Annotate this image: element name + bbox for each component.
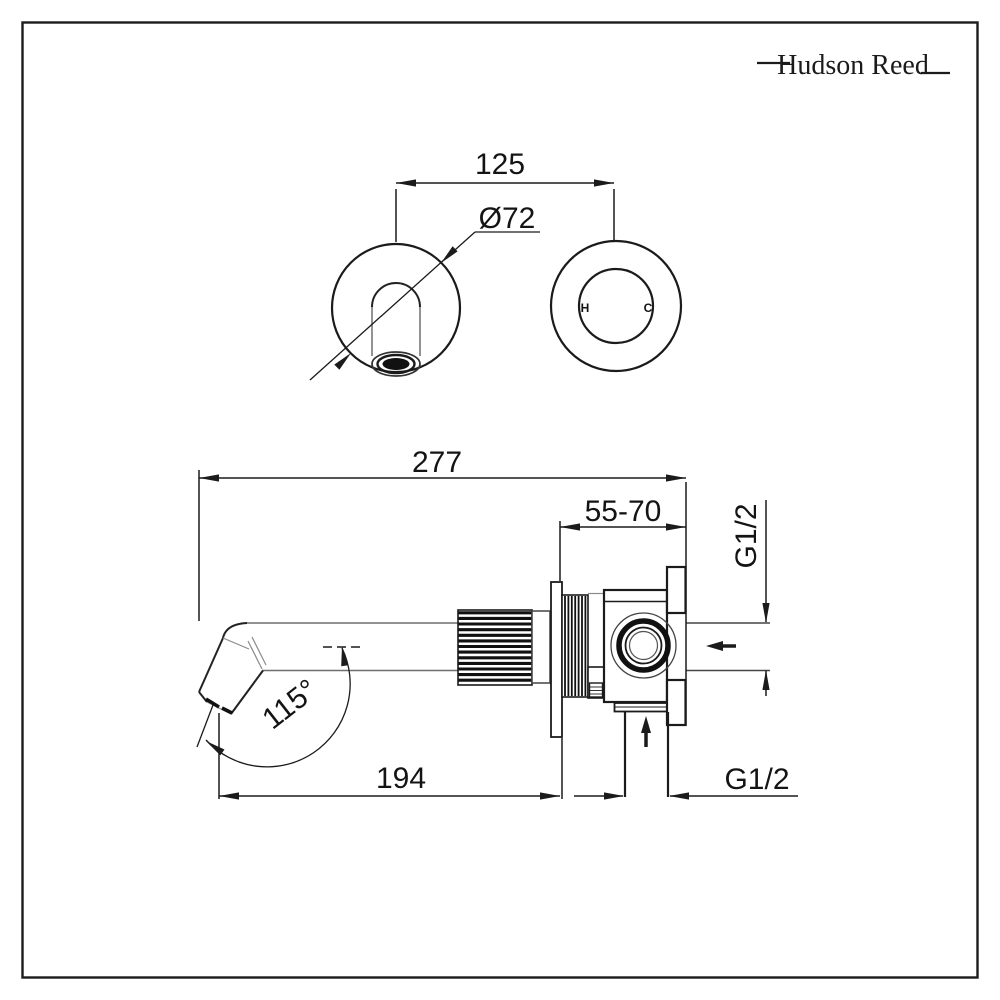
cartridge-port-circles [610, 612, 677, 679]
dimension-125: 125 [395, 148, 615, 242]
aerator-mark-2 [221, 706, 233, 715]
mounting-lug-bottom [665, 678, 687, 727]
hot-indicator-label: H [581, 301, 590, 315]
angle-ext-line [196, 704, 214, 748]
arrowhead [594, 179, 614, 187]
brand-logo: Hudson Reed [757, 50, 950, 81]
arrowhead [219, 792, 239, 800]
arrowhead [604, 792, 624, 800]
spout-front-view [330, 242, 462, 377]
spout-outlet-mid-ellipse [376, 353, 416, 375]
dimension-diameter-72: Ø72 [309, 202, 540, 381]
flow-arrow-left [706, 641, 736, 651]
arrowhead [762, 603, 770, 623]
spout-dome-arc [371, 282, 421, 308]
dimension-g12-bottom: G1/2 [574, 763, 798, 800]
spout-nose-round [222, 622, 248, 639]
cold-indicator-label: C [644, 301, 653, 315]
arrowhead [334, 353, 351, 370]
nozzle-right-face [230, 669, 264, 715]
nozzle-seam-2 [251, 636, 267, 666]
brand-logo-text: Hudson Reed [777, 50, 929, 81]
barrel-threads [564, 596, 587, 696]
arrowhead [396, 179, 416, 187]
arrowhead [540, 792, 560, 800]
grub-screw-threads [590, 686, 602, 695]
drawing-border [21, 21, 979, 979]
valve-body [602, 565, 687, 727]
arrowhead [669, 792, 689, 800]
dimension-277-label: 277 [412, 446, 462, 479]
dimension-194: 194 [218, 713, 563, 800]
dimension-194-label: 194 [376, 762, 426, 795]
arrowhead [441, 246, 458, 263]
dimension-g12-bottom-label: G1/2 [724, 763, 789, 796]
angle-arc [205, 647, 351, 768]
knurled-nut [457, 609, 562, 686]
handle-front-view: H C [549, 239, 683, 373]
dimension-angle-115: 115° [196, 646, 351, 768]
body-block [602, 588, 669, 704]
handle-wall-plate-circle [549, 239, 683, 373]
nozzle-left-face [198, 637, 224, 693]
arrowhead [560, 523, 580, 531]
handle-knob-circle [577, 267, 655, 345]
bottom-inlet-pipe [623, 712, 670, 797]
spout-side-profile [198, 622, 458, 715]
dimension-g12-side: G1/2 [730, 500, 770, 696]
arrowhead [341, 646, 349, 667]
nozzle-seam-1 [247, 640, 263, 670]
arrowhead [666, 523, 686, 531]
dimension-125-label: 125 [475, 148, 525, 181]
knurl-ribs [458, 611, 532, 682]
dimension-g12-side-label: G1/2 [730, 503, 763, 568]
side-view: 277 55-70 G1/2 194 [196, 446, 798, 800]
side-inlet-port [686, 622, 770, 672]
arrowhead [762, 670, 770, 690]
dimension-55-70-label: 55-70 [585, 495, 662, 528]
wall-plate [550, 581, 563, 738]
spout-collar [531, 610, 551, 684]
threaded-barrel [561, 592, 605, 699]
spout-outlet-outer-ellipse [371, 351, 421, 377]
arrowhead [206, 741, 225, 756]
dimension-55-70: 55-70 [559, 495, 686, 581]
dimension-diameter-label: Ø72 [479, 202, 536, 235]
flow-arrow-up [641, 716, 651, 747]
top-view: H C 125 Ø72 [309, 148, 683, 381]
spout-outlet-bore [382, 358, 410, 370]
aerator-mark-1 [205, 697, 220, 709]
arrowhead [199, 474, 219, 482]
dimension-angle-label: 115° [256, 673, 323, 736]
arrowhead [666, 474, 686, 482]
dimension-277: 277 [198, 446, 687, 726]
nozzle-facet-line [222, 637, 250, 650]
mounting-lug-top [665, 565, 687, 615]
